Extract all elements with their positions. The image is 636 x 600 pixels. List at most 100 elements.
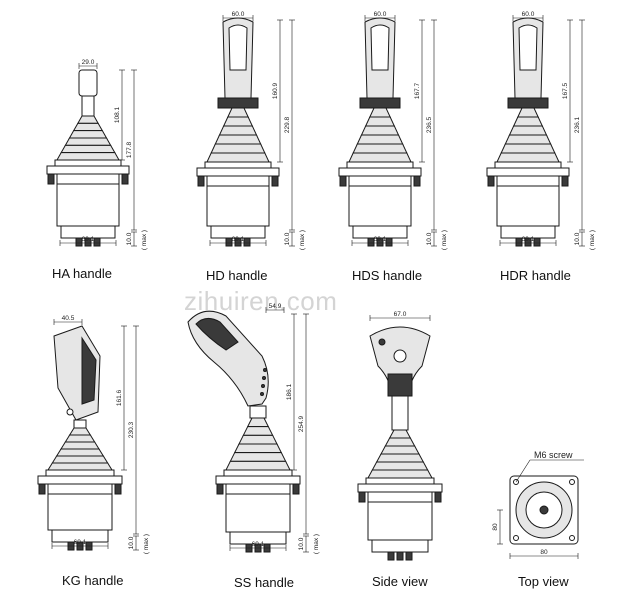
dim-handle-height-label: 186.1 (286, 383, 293, 400)
caption-hdr-handle: HDR handle (500, 268, 571, 283)
mounting-flange (46, 165, 130, 175)
kg-button (66, 408, 74, 416)
dim-max-label: ( max ) (441, 230, 448, 250)
boot-ring (496, 152, 560, 163)
terminal-pin (376, 237, 384, 247)
boot-ring (64, 137, 112, 146)
boot-ring (508, 125, 548, 136)
boot-ring (218, 125, 258, 136)
caption-ha-handle: HA handle (52, 266, 112, 281)
mounting-flange (357, 483, 443, 493)
housing-body (47, 483, 113, 531)
dim-top-width-label: 54.9 (269, 303, 282, 310)
ss-grip-top (195, 318, 239, 351)
boot-ring (51, 455, 109, 464)
boot-ring (68, 130, 108, 139)
bezel (494, 161, 562, 169)
dim-total-height-label: 236.5 (426, 116, 433, 133)
dim-max-label: ( max ) (143, 534, 150, 554)
rubber-boot (206, 107, 270, 163)
mounting-flange (486, 167, 570, 177)
dim-body-width-label: 69.1 (252, 541, 265, 548)
dim-terminal-label: 10.0 (128, 536, 135, 549)
bezel (365, 477, 435, 485)
ss-button-dot (262, 376, 266, 380)
dim-total-height-label: 229.8 (284, 116, 291, 133)
dim-terminal-label: 10.0 (284, 232, 291, 245)
terminal-pin (243, 237, 251, 247)
boot-ring (206, 152, 270, 163)
grip-collar (507, 97, 549, 109)
terminal-pin (225, 237, 233, 247)
boot-ring (371, 461, 429, 471)
ss-button-dot (263, 368, 267, 372)
rubber-boot (367, 429, 433, 479)
bezel (346, 161, 414, 169)
flange-tab-left (358, 491, 366, 503)
caption-ss-handle: SS handle (234, 575, 294, 590)
boot-ring (210, 143, 266, 154)
boot-ring (47, 462, 113, 471)
top-center (539, 505, 549, 515)
dim-body-width-label: 69.1 (374, 236, 387, 243)
boot-ring (384, 437, 416, 447)
grip-face (518, 24, 538, 71)
dim-body-width-label: 69.1 (232, 236, 245, 243)
boot-ring (238, 434, 278, 445)
dim-body-width-label: 69.1 (82, 236, 95, 243)
flange-tab-left (197, 175, 205, 187)
boot-ring (225, 460, 291, 471)
flange-tab-right (121, 173, 129, 185)
boot-ring (517, 107, 539, 118)
dim-top-width-label: 60.0 (522, 11, 535, 18)
housing-body (56, 173, 120, 227)
kg-grip-panel (81, 336, 97, 405)
terminal-pin (533, 237, 541, 247)
dim-screw-label: M6 screw (534, 450, 573, 460)
rubber-boot (47, 427, 113, 471)
housing-body (348, 175, 412, 227)
terminal-pin (84, 237, 92, 247)
dim-top-width-label: 60.0 (374, 11, 387, 18)
top-screw-hole (569, 479, 575, 485)
screw-leader (515, 459, 531, 483)
boot-ring (214, 134, 262, 145)
boot-ring (356, 134, 404, 145)
dim-top-width-label: 67.0 (394, 311, 407, 318)
bezel (54, 159, 122, 167)
side-trigger (387, 373, 413, 397)
boot-ring (504, 134, 552, 145)
boot-ring (375, 453, 425, 463)
housing-body (225, 483, 291, 533)
boot-ring (60, 144, 116, 154)
dim-total-height-label: 254.9 (298, 415, 305, 432)
boot-ring (76, 115, 100, 124)
top-screw-hole (569, 535, 575, 541)
boot-ring (380, 445, 420, 455)
dim-terminal-label: 10.0 (426, 232, 433, 245)
flange-tab-left (47, 173, 55, 185)
boot-ring (364, 116, 396, 127)
terminal-pin (396, 551, 404, 561)
bezel (45, 469, 115, 477)
dim-handle-height-label: 160.9 (272, 82, 279, 99)
boot-ring (229, 452, 287, 462)
boot-ring (64, 434, 96, 443)
dim-max-label: ( max ) (313, 534, 320, 554)
boot-ring (512, 116, 544, 127)
dim-height-label: 80 (492, 523, 499, 531)
grip-collar (359, 97, 401, 109)
terminal-pin (385, 237, 393, 247)
boot-ring (500, 143, 556, 154)
caption-top-view: Top view (518, 574, 569, 589)
boot-ring (388, 429, 412, 439)
grip-face (228, 24, 248, 71)
boot-ring (60, 441, 100, 450)
boot-ring (233, 443, 283, 454)
ss-button-dot (260, 392, 264, 396)
